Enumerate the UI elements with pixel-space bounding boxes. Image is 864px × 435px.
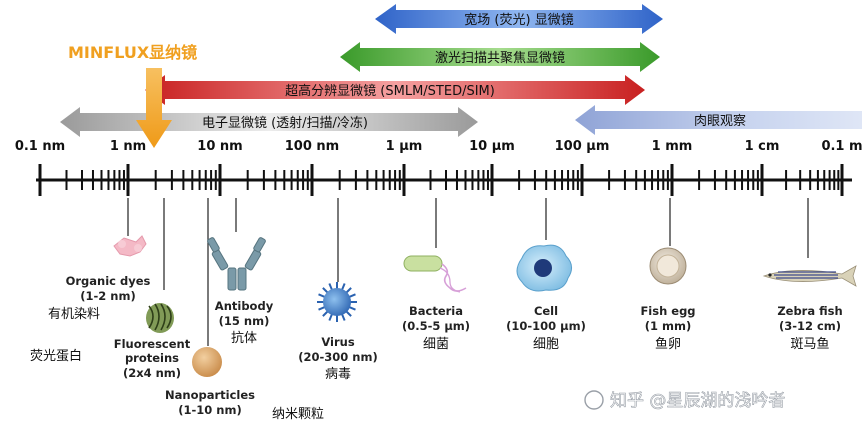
electron-label: 电子显微镜 (透射/扫描/冷冻) <box>202 115 368 131</box>
virus-name: Virus <box>321 335 354 349</box>
antibody-name: Antibody <box>215 299 274 313</box>
zebra-fish-size: (3-12 cm) <box>779 319 841 333</box>
bacteria-name: Bacteria <box>409 304 463 318</box>
nanoparticles-item: Nanoparticles (1-10 nm) 纳米颗粒 <box>165 388 324 422</box>
cell-zh: 细胞 <box>533 337 559 352</box>
virus-zh: 病毒 <box>325 367 351 382</box>
virus-size: (20-300 nm) <box>298 350 377 364</box>
bacteria-zh: 细菌 <box>423 337 449 352</box>
nakedeye-label: 肉眼观察 <box>694 114 746 129</box>
cell-item: Cell (10-100 μm) 细胞 <box>506 304 586 352</box>
antibody-size: (15 nm) <box>219 314 270 328</box>
minflux-arrow-down <box>136 68 172 148</box>
bacteria-item: Bacteria (0.5-5 μm) 细菌 <box>402 304 470 352</box>
fish-egg-item: Fish egg (1 mm) 鱼卵 <box>640 304 695 352</box>
fluorescent-size: (2x4 nm) <box>123 366 181 380</box>
nakedeye-arrow: 肉眼观察 <box>575 105 862 135</box>
scale-ticks <box>38 164 844 196</box>
antibody-item: Antibody (15 nm) 抗体 <box>215 299 274 346</box>
widefield-arrow: 宽场 (荧光) 显微镜 <box>375 4 663 34</box>
superres-arrow: 超高分辨显微镜 (SMLM/STED/SIM) <box>145 75 645 105</box>
nanoparticles-size: (1-10 nm) <box>178 403 241 417</box>
nanoparticle-icon <box>192 347 222 377</box>
organic-dyes-zh: 有机染料 <box>48 307 100 322</box>
scale-label-100nm: 100 nm <box>285 139 339 154</box>
antibody-icon <box>207 237 266 291</box>
scale-label-0.1m: 0.1 m <box>821 139 862 154</box>
virus-icon <box>317 282 357 322</box>
fluorescent-name-2: proteins <box>125 351 179 365</box>
nanoparticles-name: Nanoparticles <box>165 388 255 402</box>
cell-name: Cell <box>534 304 558 318</box>
zebra-fish-name: Zebra fish <box>777 304 842 318</box>
scale-label-1um: 1 μm <box>386 139 423 154</box>
scale-label-1nm: 1 nm <box>110 139 146 154</box>
fish-egg-name: Fish egg <box>640 304 695 318</box>
organic-dyes-size: (1-2 nm) <box>80 289 135 303</box>
scale-label-10nm: 10 nm <box>197 139 242 154</box>
confocal-label: 激光扫描共聚焦显微镜 <box>435 51 565 66</box>
scale-label-0.1nm: 0.1 nm <box>15 139 65 154</box>
fish-egg-size: (1 mm) <box>645 319 691 333</box>
scale-bar <box>36 164 852 196</box>
cell-size: (10-100 μm) <box>506 319 586 333</box>
watermark-text: 知乎 @星辰湖的浅吟者 <box>610 391 785 411</box>
antibody-zh: 抗体 <box>231 331 257 346</box>
zebra-fish-icon <box>762 265 857 287</box>
fish-egg-zh: 鱼卵 <box>655 336 681 352</box>
widefield-label: 宽场 (荧光) 显微镜 <box>464 12 573 28</box>
dye-molecule-icon <box>113 235 147 257</box>
minflux-label: MINFLUX显纳镜 <box>68 43 197 62</box>
fluorescent-name-1: Fluorescent <box>114 337 191 351</box>
scale-label-1mm: 1 mm <box>652 139 693 154</box>
minflux-marker: MINFLUX显纳镜 <box>68 43 197 148</box>
chat-icon <box>584 390 604 410</box>
scale-labels: 0.1 nm 1 nm 10 nm 100 nm 1 μm 10 μm 100 … <box>15 139 863 154</box>
superres-label: 超高分辨显微镜 (SMLM/STED/SIM) <box>285 83 495 99</box>
zebra-fish-item: Zebra fish (3-12 cm) 斑马鱼 <box>777 304 842 352</box>
cell-icon <box>516 244 572 292</box>
organic-dyes-item: Organic dyes (1-2 nm) 有机染料 <box>48 274 151 322</box>
watermark: 知乎 @星辰湖的浅吟者 <box>584 390 786 411</box>
confocal-arrow: 激光扫描共聚焦显微镜 <box>340 42 660 72</box>
scale-label-10um: 10 μm <box>469 139 515 154</box>
electron-arrow: 电子显微镜 (透射/扫描/冷冻) <box>60 107 478 137</box>
fluorescent-zh: 荧光蛋白 <box>30 348 82 364</box>
bacteria-size: (0.5-5 μm) <box>402 319 470 333</box>
nanoparticles-zh: 纳米颗粒 <box>272 407 324 422</box>
bacteria-icon <box>403 255 467 293</box>
organic-dyes-name: Organic dyes <box>66 274 151 288</box>
connector-lines <box>127 198 809 346</box>
scale-label-100um: 100 μm <box>555 139 610 154</box>
fish-egg-icon <box>649 247 687 285</box>
fluorescent-proteins-item: Fluorescent proteins (2x4 nm) 荧光蛋白 <box>30 337 191 380</box>
zebra-fish-zh: 斑马鱼 <box>790 336 829 352</box>
protein-icon <box>146 303 174 333</box>
virus-item: Virus (20-300 nm) 病毒 <box>298 335 377 382</box>
scale-label-1cm: 1 cm <box>745 139 780 154</box>
